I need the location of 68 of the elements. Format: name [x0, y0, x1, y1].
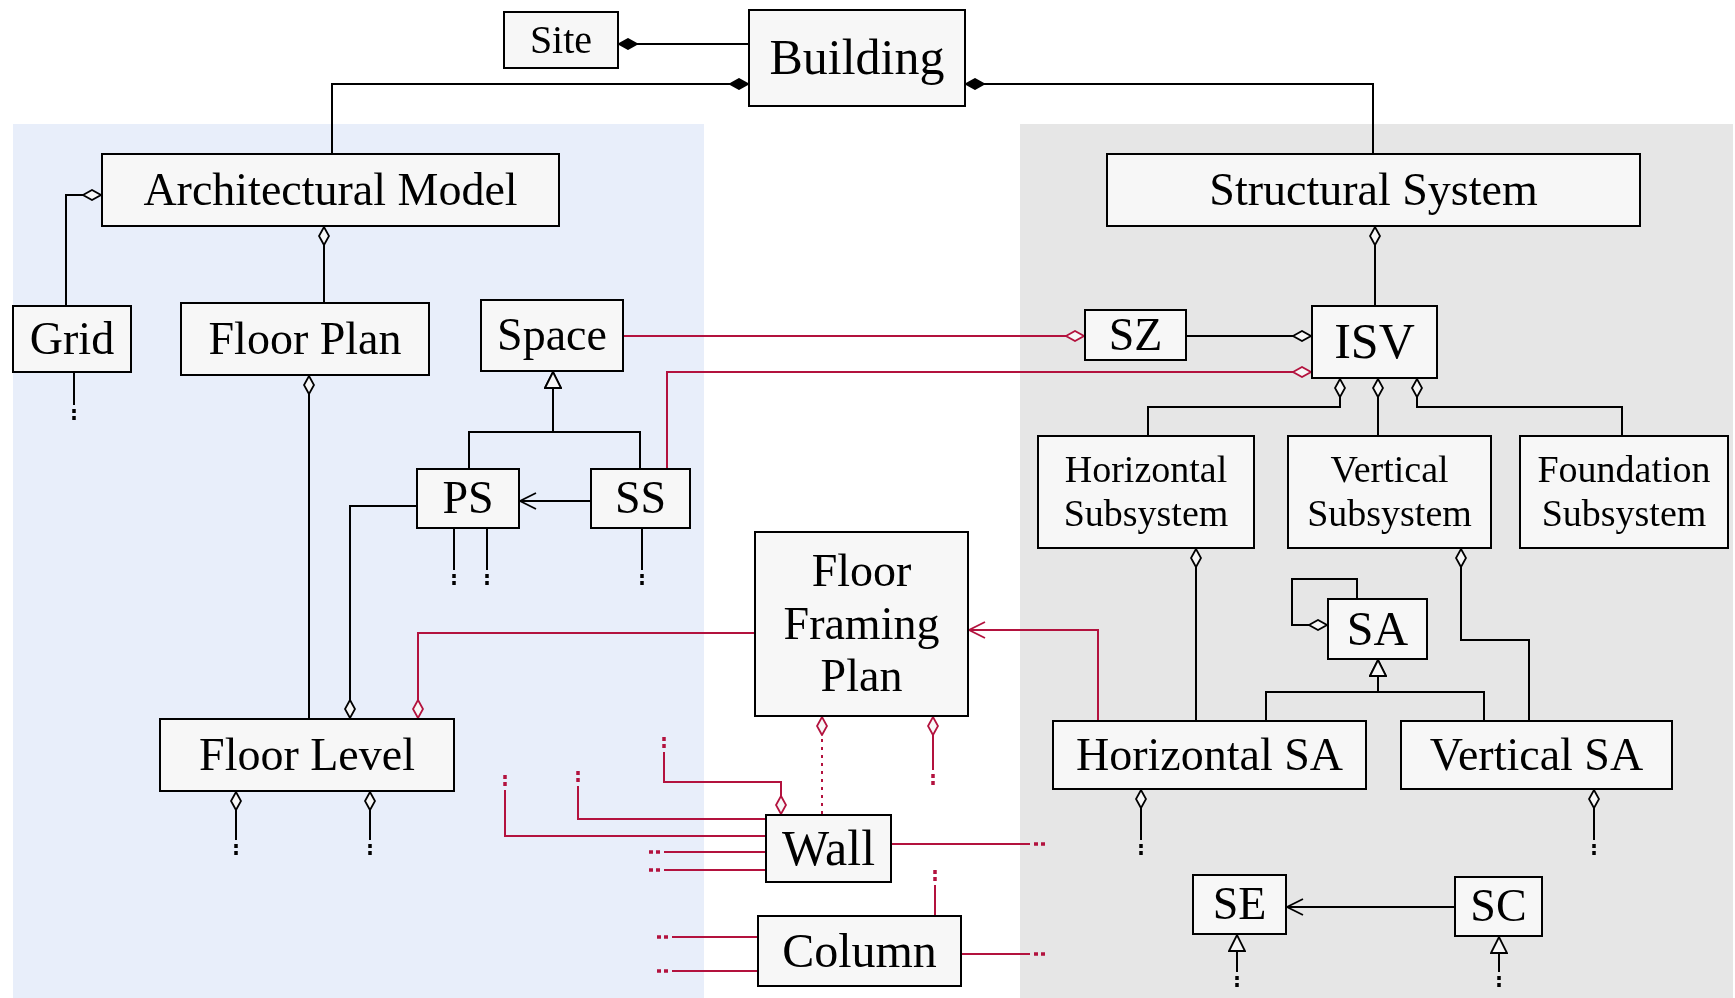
- connector-line: [891, 843, 1031, 845]
- class-box: Vertical SA: [1400, 720, 1673, 790]
- connector-line: [618, 38, 749, 50]
- connector-line: [934, 884, 936, 916]
- class-box: Horizontal Subsystem: [1037, 435, 1255, 549]
- connector-line: [1135, 789, 1147, 841]
- class-box: Grid: [12, 305, 132, 373]
- connector-line: [663, 869, 766, 871]
- class-box: SS: [590, 468, 691, 529]
- connector-line: [1186, 330, 1312, 342]
- class-box: Vertical Subsystem: [1287, 435, 1492, 549]
- class-box: SC: [1454, 876, 1543, 937]
- class-box: SZ: [1084, 309, 1187, 361]
- connector-line: [1411, 378, 1623, 436]
- connector-line: [65, 189, 102, 306]
- class-box: Floor Level: [159, 718, 455, 792]
- class-box: Site: [503, 11, 619, 69]
- class-box: Structural System: [1106, 153, 1641, 227]
- connector-line: [1372, 378, 1384, 436]
- connector-line: [230, 791, 242, 841]
- connector-line: [1490, 936, 1508, 973]
- connector-line: [968, 621, 1099, 721]
- class-box: Architectural Model: [101, 153, 560, 227]
- connector-line: [344, 505, 417, 719]
- connector-line: [519, 492, 591, 510]
- class-box: Space: [480, 299, 624, 372]
- class-box: Horizontal SA: [1052, 720, 1367, 790]
- class-box: Building: [748, 9, 966, 107]
- connector-line: [1286, 898, 1455, 916]
- connector-line: [927, 716, 939, 771]
- connector-line: [961, 953, 1031, 955]
- class-box: Floor Framing Plan: [754, 531, 969, 717]
- connector-line: [1228, 934, 1246, 973]
- connector-line: [816, 716, 828, 815]
- class-box: Floor Plan: [180, 302, 430, 376]
- connector-line: [1147, 378, 1346, 436]
- class-box: Foundation Subsystem: [1519, 435, 1729, 549]
- connector-line: [577, 785, 766, 820]
- connector-line: [303, 375, 315, 719]
- class-box: SE: [1192, 874, 1287, 935]
- class-box: Wall: [765, 814, 892, 883]
- connector-line: [1455, 548, 1530, 721]
- class-box: SA: [1327, 598, 1428, 660]
- connector-line: [453, 528, 455, 571]
- connector-line: [331, 78, 749, 154]
- connector-line: [666, 366, 1312, 469]
- connector-line: [318, 226, 330, 303]
- connector-line: [544, 371, 641, 469]
- class-box: PS: [416, 468, 520, 529]
- connector-line: [1369, 659, 1485, 721]
- connector-line: [663, 751, 787, 815]
- connector-line: [641, 528, 643, 571]
- connector-line: [663, 851, 766, 853]
- connector-line: [671, 970, 758, 972]
- connector-line: [504, 789, 766, 837]
- connector-line: [965, 78, 1374, 154]
- connector-line: [623, 330, 1085, 342]
- connector-line: [671, 936, 758, 938]
- class-box: ISV: [1311, 305, 1438, 379]
- connector-line: [412, 632, 755, 719]
- class-box: Column: [757, 915, 962, 987]
- connector-line: [73, 372, 75, 406]
- connector-line: [486, 528, 488, 571]
- connector-line: [1588, 789, 1600, 841]
- connector-line: [1291, 578, 1358, 631]
- connector-line: [364, 791, 376, 841]
- connector-line: [1190, 548, 1202, 721]
- connector-line: [1369, 226, 1381, 306]
